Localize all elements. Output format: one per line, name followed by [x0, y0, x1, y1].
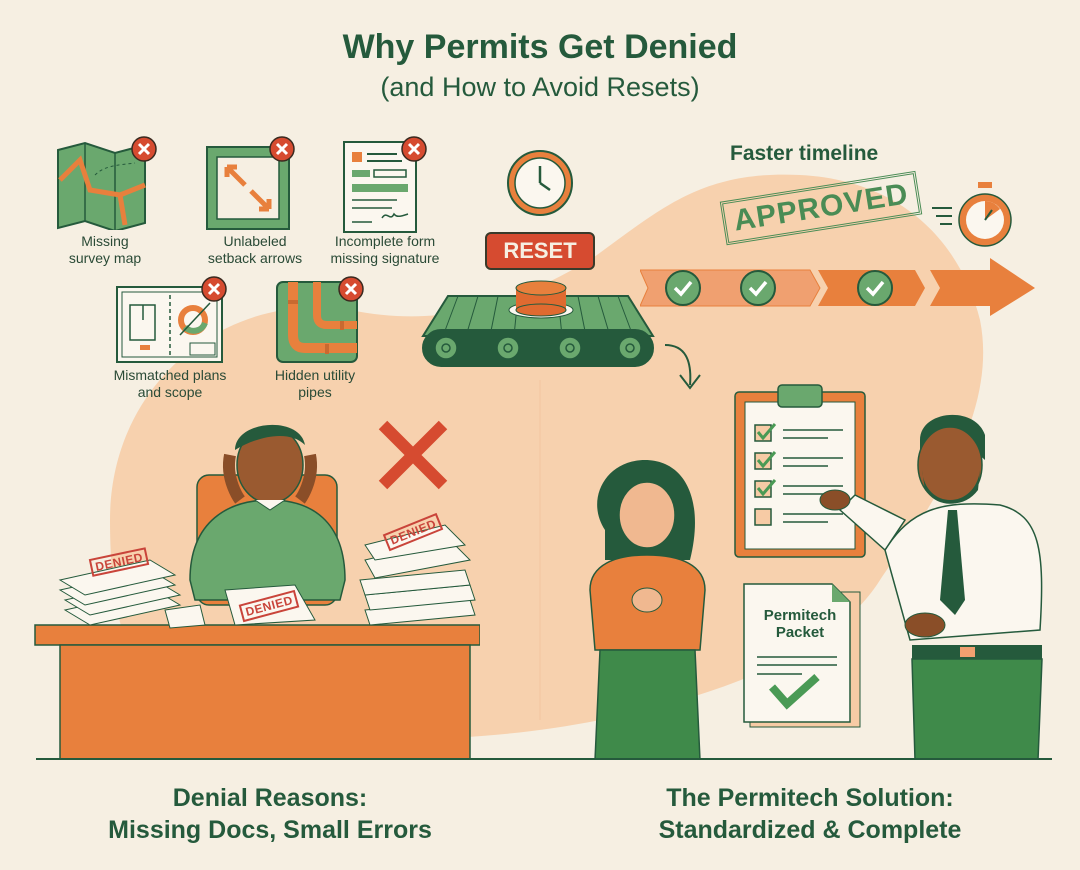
left-caption: Denial Reasons: Missing Docs, Small Erro… [80, 782, 460, 846]
x-mark-icon [338, 276, 364, 302]
label-line1: Missing [81, 233, 129, 249]
right-caption-line1: The Permitech Solution: [666, 784, 954, 812]
label-line2: and scope [137, 384, 203, 400]
label-line2: missing signature [330, 250, 440, 266]
packet-line1: Permitech [763, 607, 837, 624]
checklist-clipboard-icon [734, 384, 866, 558]
left-caption-line2: Missing Docs, Small Errors [108, 816, 432, 844]
x-mark-icon [131, 136, 157, 162]
stopwatch-icon [932, 182, 1012, 247]
page-title: Why Permits Get Denied [342, 28, 738, 66]
page-subtitle: (and How to Avoid Resets) [380, 72, 700, 102]
red-x-icon [378, 420, 448, 490]
left-caption-line1: Denial Reasons: [172, 784, 368, 812]
right-caption-line2: Standardized & Complete [658, 816, 962, 844]
label-line2: survey map [68, 250, 142, 266]
check-circle-icon [740, 270, 776, 306]
stressed-person-illustration [34, 424, 480, 760]
curved-down-arrow-icon [664, 344, 701, 390]
conveyor-belt-icon [421, 280, 655, 367]
survey-map-icon [57, 141, 146, 233]
x-mark-icon [201, 276, 227, 302]
label-line1: Incomplete form [334, 233, 436, 249]
denial-item-setback-arrows: Unlabeled setback arrows [190, 135, 320, 270]
check-circle-icon [665, 270, 701, 306]
reset-button[interactable]: RESET [485, 232, 595, 270]
form-signature-icon [343, 141, 417, 233]
right-caption: The Permitech Solution: Standardized & C… [610, 782, 1010, 846]
label-line2: pipes [298, 384, 332, 400]
floor-plan-icon [116, 286, 223, 363]
label-line1: Unlabeled [223, 233, 287, 249]
setback-arrows-icon [206, 146, 290, 230]
label-line2: setback arrows [207, 250, 303, 266]
denial-item-incomplete-form: Incomplete form missing signature [320, 135, 450, 270]
denial-item-hidden-pipes: Hidden utility pipes [255, 275, 375, 405]
timeline-heading: Faster timeline [730, 142, 879, 165]
clock-icon [507, 150, 573, 216]
label-line1: Hidden utility [274, 367, 356, 383]
packet-document-icon [743, 583, 861, 728]
label-line1: Mismatched plans [113, 367, 227, 383]
woman-illustration [589, 460, 706, 760]
packet-line2: Packet [775, 624, 825, 641]
check-circle-icon [857, 270, 893, 306]
packet-title: Permitech Packet [750, 607, 850, 641]
utility-pipes-icon [276, 281, 358, 363]
ground-line [36, 758, 1052, 760]
timeline-progress-bar [640, 258, 1035, 316]
denial-item-survey-map: Missing survey map [50, 135, 160, 270]
x-mark-icon [269, 136, 295, 162]
x-mark-icon [401, 136, 427, 162]
denial-item-mismatched-plans: Mismatched plans and scope [100, 275, 240, 405]
man-illustration [819, 414, 1043, 760]
